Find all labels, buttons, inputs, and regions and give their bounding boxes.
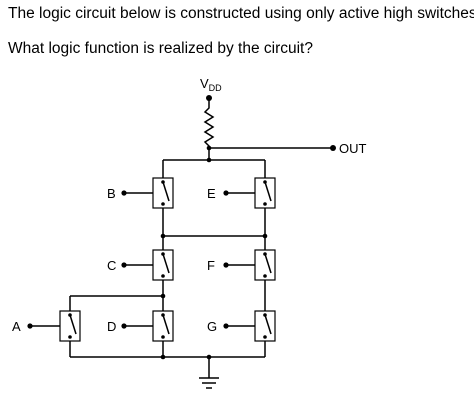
switch-e	[254, 177, 276, 209]
a-branch-junction-top	[160, 293, 166, 299]
middle-junction-left	[160, 233, 166, 239]
bottom-junction-left	[160, 354, 166, 360]
input-label-c: C	[107, 258, 116, 273]
ground-symbol	[199, 377, 219, 389]
top-rail-junction	[206, 157, 212, 163]
question-line-2: What logic function is realized by the c…	[8, 40, 313, 57]
switch-g	[254, 310, 276, 342]
switch-a	[59, 310, 81, 342]
vdd-label: VDD	[200, 76, 222, 93]
pullup-resistor	[203, 98, 215, 160]
input-label-f: F	[207, 258, 215, 273]
out-label: OUT	[339, 141, 367, 156]
out-terminal	[330, 145, 336, 151]
input-label-d: D	[107, 319, 116, 334]
switch-f	[254, 249, 276, 281]
input-label-g: G	[207, 319, 217, 334]
input-label-e: E	[207, 186, 216, 201]
middle-junction-right	[262, 233, 268, 239]
switch-c	[152, 249, 174, 281]
switch-d	[152, 310, 174, 342]
switch-b	[152, 177, 174, 209]
input-label-b: B	[107, 186, 116, 201]
input-label-a: A	[12, 319, 21, 334]
question-line-1: The logic circuit below is constructed u…	[8, 5, 474, 22]
